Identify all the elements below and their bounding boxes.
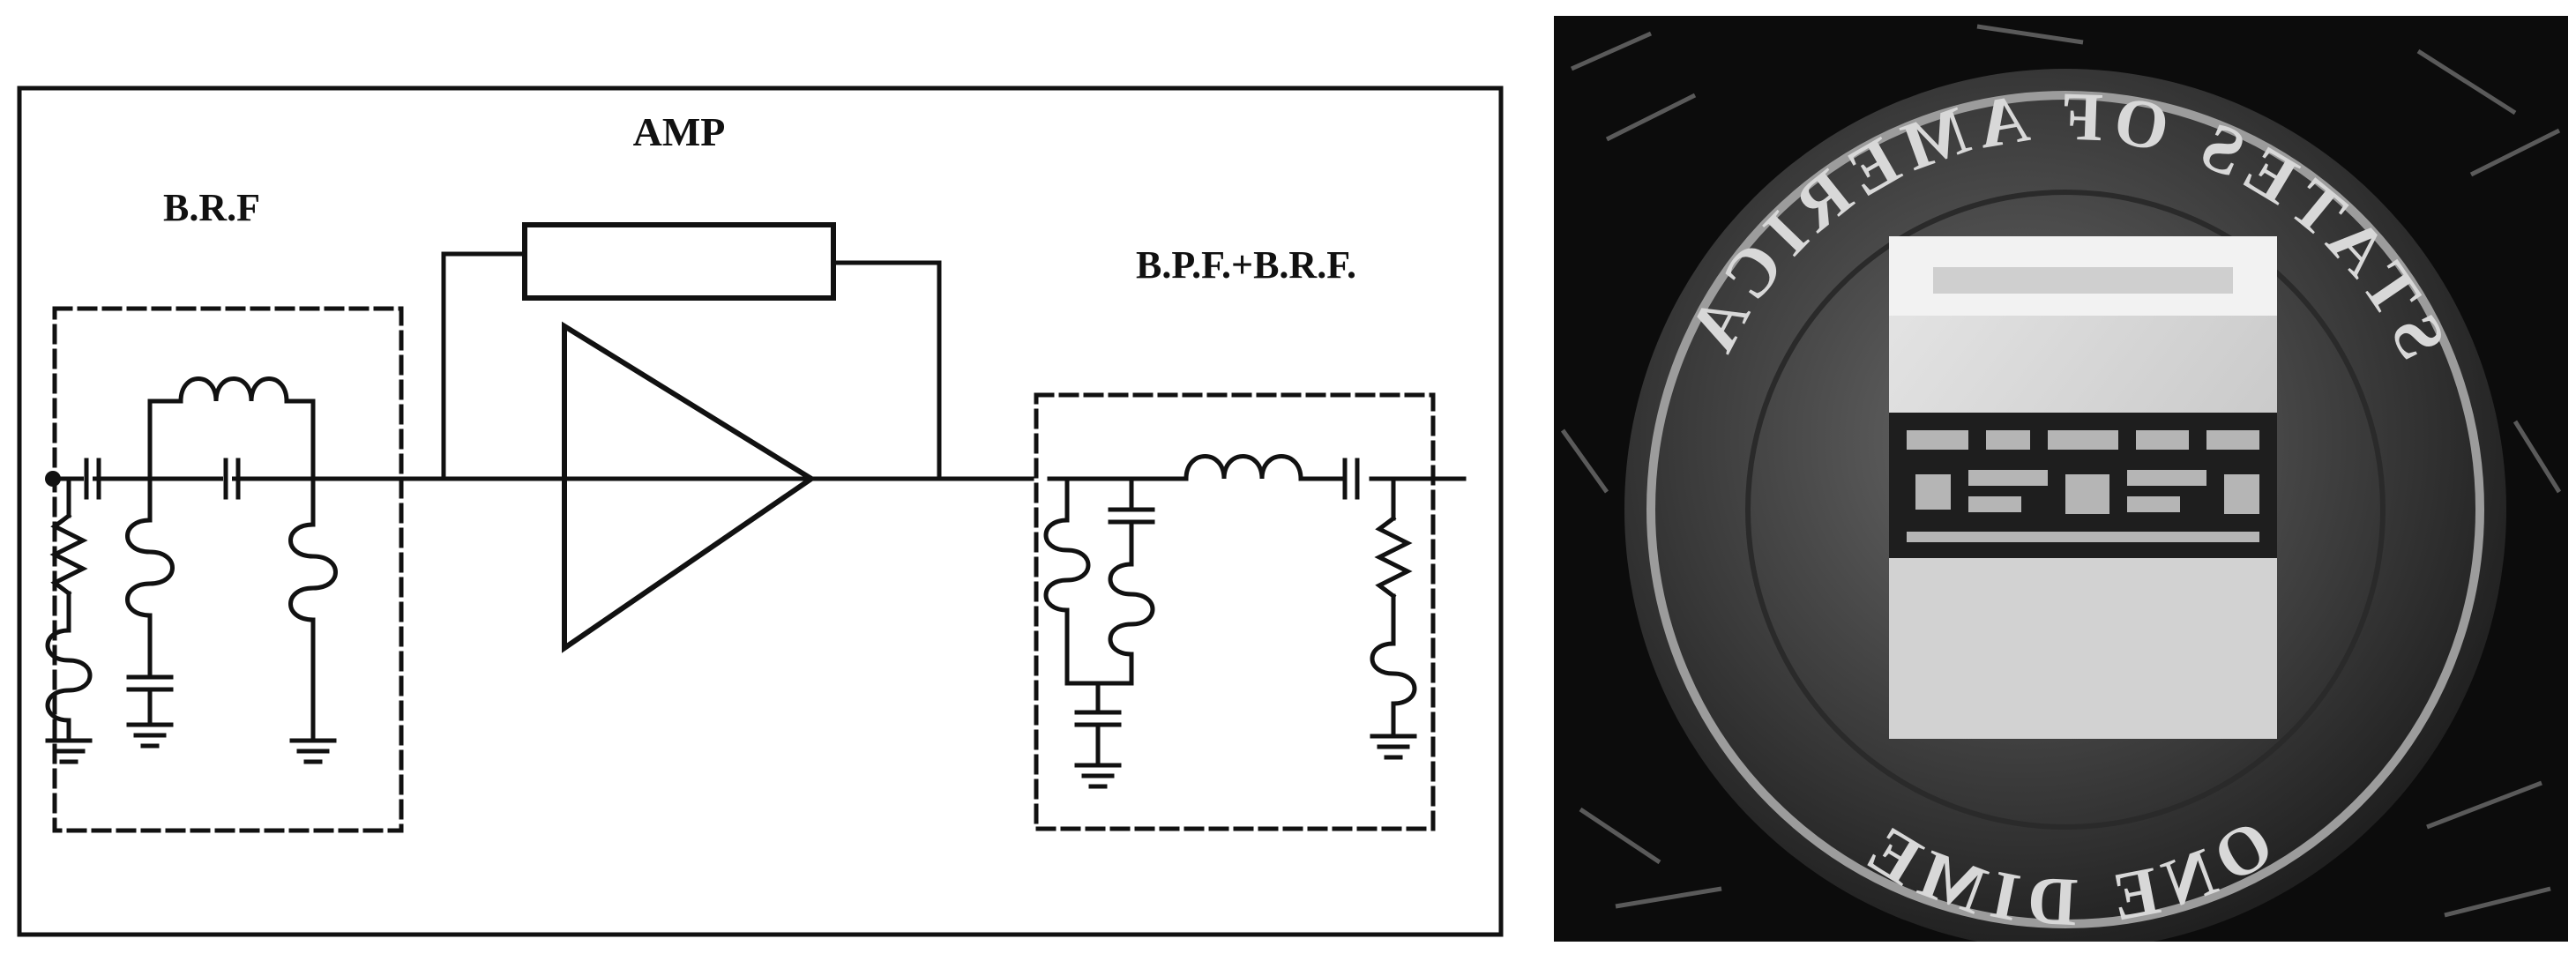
coin-rim: [1646, 91, 2484, 928]
left-shunt-lc-branch: [125, 476, 175, 749]
right-series-inductor: [1183, 454, 1303, 481]
photo-drawing: STATES OF AMERICA ONE DIME: [1560, 24, 2562, 942]
left-filter-box: [52, 306, 404, 833]
feedback-resistor: [522, 222, 836, 301]
left-filter-label: B.R.F: [163, 186, 260, 229]
feedback-path: [441, 251, 942, 481]
schematic-frame: [17, 86, 1504, 937]
mmic-chip: [1889, 236, 2277, 739]
right-shunt-rl-branch: [1370, 476, 1417, 760]
left-shunt-inductor-branch: [288, 476, 338, 764]
input-series-capacitor: [84, 454, 101, 503]
right-filter-label: B.P.F.+B.R.F.: [1136, 243, 1356, 287]
right-series-capacitor: [1342, 458, 1360, 500]
amp-label: AMP: [633, 109, 726, 154]
amplifier-triangle: [562, 321, 817, 653]
left-parallel-lc-trap: [147, 376, 316, 503]
left-shunt-rlc-branch: [45, 476, 93, 764]
circuit-schematic: AMP B.R.F B.P.F.+B.R.F.: [17, 86, 1504, 937]
right-shunt-lc-network: [1043, 476, 1155, 789]
right-filter-box: [1034, 392, 1436, 831]
chip-on-coin-photo: STATES OF AMERICA ONE DIME: [1554, 16, 2568, 942]
